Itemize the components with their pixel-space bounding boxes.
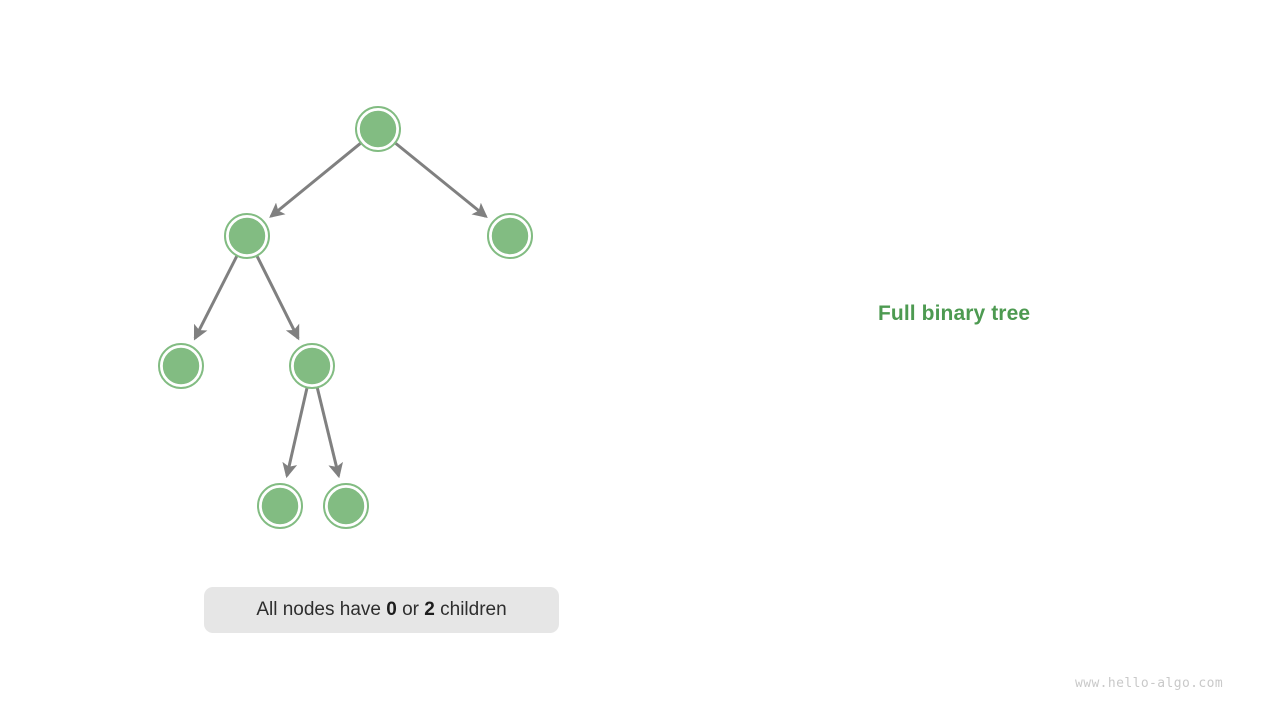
- tree-node: [257, 483, 303, 529]
- tree-node-ring: [355, 106, 401, 152]
- caption-box: All nodes have 0 or 2 children: [204, 587, 559, 633]
- tree-edge: [394, 141, 488, 218]
- tree-node-circle: [227, 216, 267, 256]
- tree-edge: [269, 141, 362, 218]
- tree-node-circle: [490, 216, 530, 256]
- tree-node: [158, 343, 204, 389]
- tree-edge: [193, 254, 239, 341]
- tree-node: [355, 106, 401, 152]
- tree-nodes: [158, 106, 533, 529]
- tree-node-ring: [323, 483, 369, 529]
- tree-edge: [315, 387, 343, 479]
- caption-middle: or: [396, 599, 425, 620]
- tree-node: [323, 483, 369, 529]
- tree-edge: [282, 387, 309, 479]
- tree-node-circle: [292, 346, 332, 386]
- tree-node-ring: [158, 343, 204, 389]
- tree-node-ring: [289, 343, 335, 389]
- tree-node-circle: [358, 109, 398, 149]
- tree-node-ring: [487, 213, 533, 259]
- tree-edges: [193, 141, 488, 479]
- watermark: www.hello-algo.com: [1075, 676, 1224, 691]
- page-title: Full binary tree: [878, 302, 1031, 325]
- tree-node: [224, 213, 270, 259]
- tree-edge: [255, 255, 300, 341]
- tree-node: [487, 213, 533, 259]
- tree-node-ring: [224, 213, 270, 259]
- tree-node-circle: [260, 486, 300, 526]
- caption-bold-two: 2: [424, 599, 435, 620]
- caption-prefix: All nodes have: [256, 599, 387, 620]
- caption-suffix: children: [434, 599, 507, 620]
- tree-node-circle: [326, 486, 366, 526]
- caption-bold-zero: 0: [386, 599, 397, 620]
- caption-text: All nodes have 0 or 2 children: [256, 599, 506, 621]
- tree-node: [289, 343, 335, 389]
- tree-node-ring: [257, 483, 303, 529]
- tree-node-circle: [161, 346, 201, 386]
